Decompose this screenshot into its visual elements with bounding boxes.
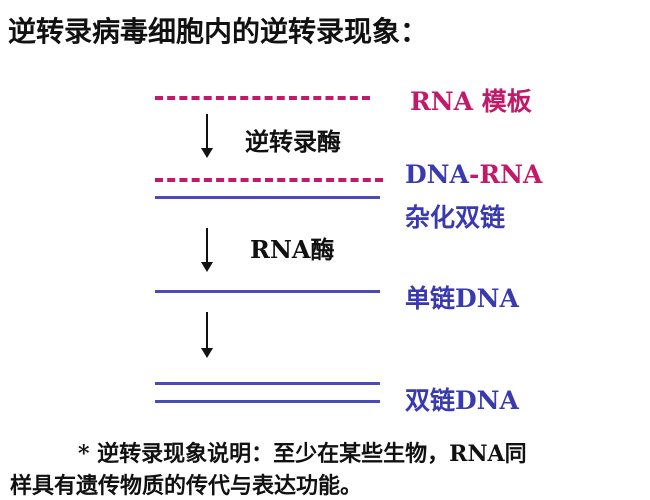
arrow-down-icon: [201, 114, 213, 158]
hybrid-dna-strand: [155, 196, 380, 199]
double-strand-label: 双链DNA: [405, 386, 519, 415]
rnase-label: RNA酶: [250, 235, 335, 264]
hybrid-label: DNA-RNA: [405, 160, 542, 189]
hybrid-sep-text: -: [468, 160, 480, 189]
double-dna-strand-top: [155, 382, 380, 385]
arrow-down-icon: [201, 228, 213, 272]
reverse-transcriptase-label: 逆转录酶: [245, 127, 341, 156]
rna-template-strand: [155, 96, 370, 100]
hybrid-dna-text: DNA: [405, 160, 469, 189]
double-dna-strand-bottom: [155, 400, 380, 403]
slide-title: 逆转录病毒细胞内的逆转录现象：: [8, 15, 429, 48]
single-strand-label: 单链DNA: [405, 284, 519, 313]
note-line-1: * 逆转录现象说明：至少在某些生物，RNA同: [78, 441, 527, 467]
hybrid-rna-strand: [155, 178, 383, 182]
single-dna-strand: [155, 290, 380, 293]
note-line-2: 样具有遗传物质的传代与表达功能。: [10, 473, 363, 499]
rna-template-label: RNA 模板: [410, 87, 532, 116]
arrow-down-icon: [201, 312, 213, 358]
hybrid-desc-label: 杂化双链: [405, 203, 506, 232]
hybrid-rna-text: RNA: [479, 160, 543, 189]
